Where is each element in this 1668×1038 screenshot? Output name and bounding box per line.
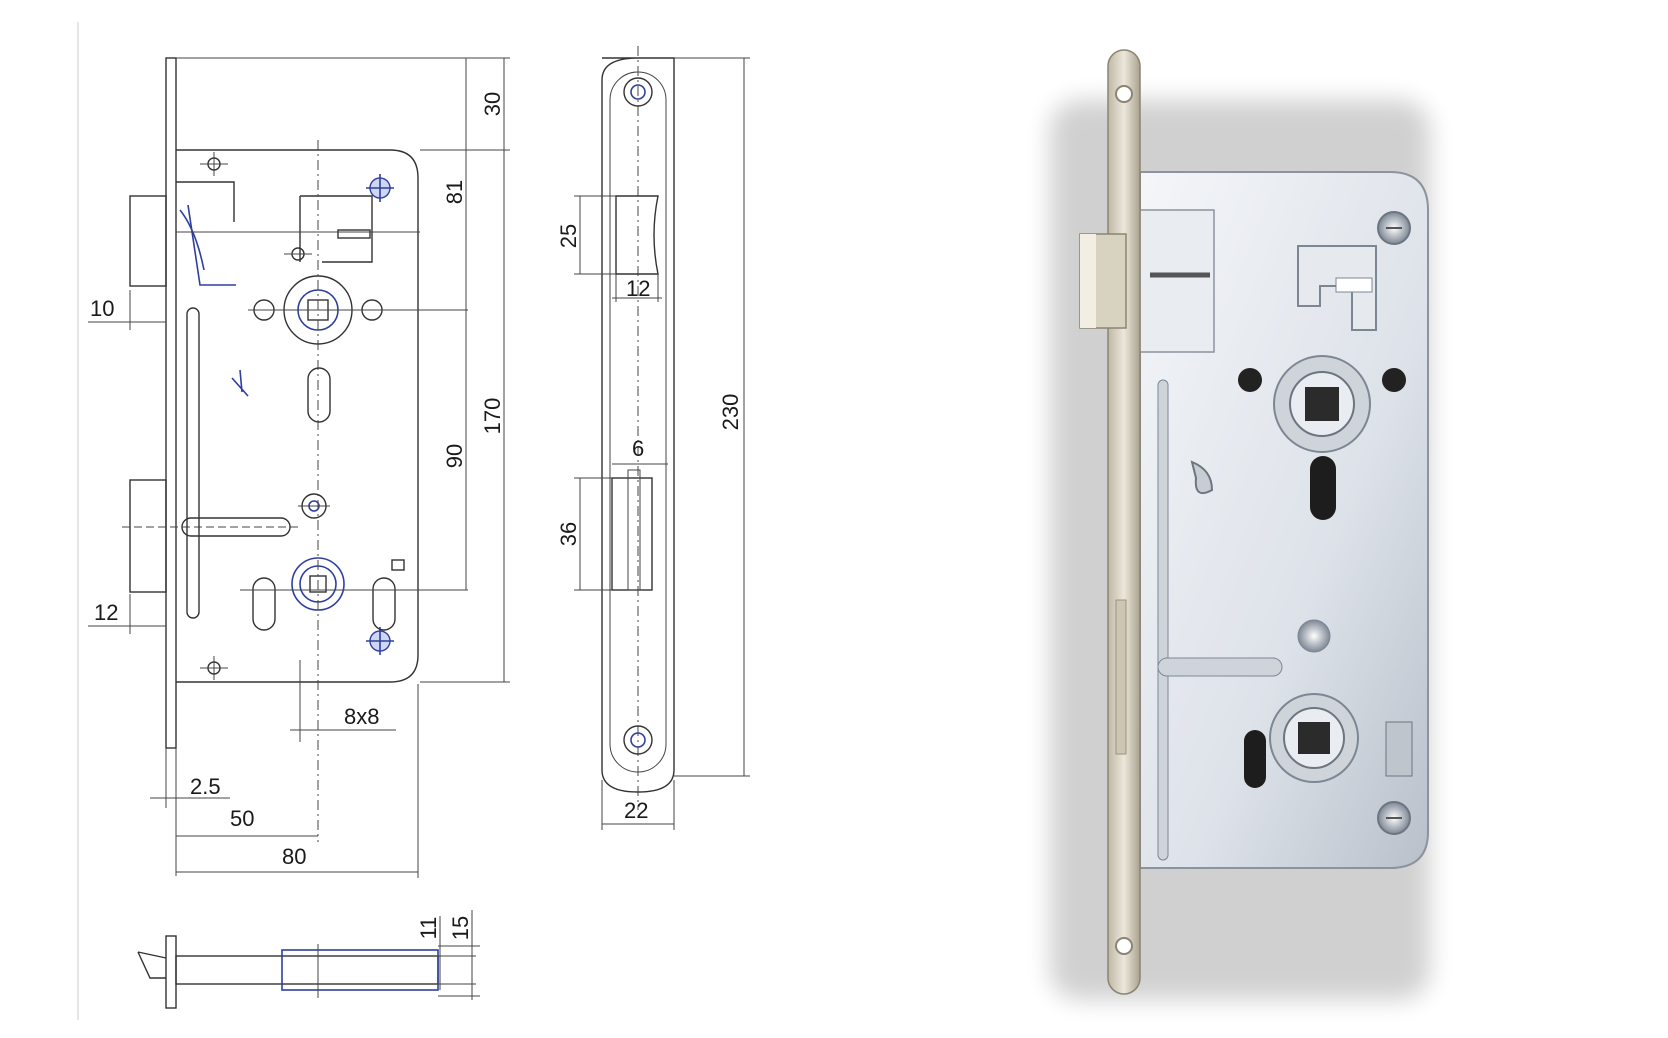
side-view: 25 12 6 36 230 22	[556, 46, 750, 830]
dim-15: 15	[448, 916, 473, 940]
photo-screw-bottom	[1377, 801, 1411, 835]
dim-22: 22	[624, 798, 648, 823]
photo-screw-top	[1377, 211, 1411, 245]
lock-body-outline	[176, 149, 419, 683]
front-view	[122, 57, 468, 842]
latch-bolt	[129, 195, 167, 287]
dim-230: 230	[718, 394, 743, 431]
screw-top-right	[366, 174, 394, 202]
rivet-mid	[284, 247, 312, 261]
dim-12-left: 12	[94, 600, 118, 625]
spindle-follower-top	[248, 275, 468, 345]
lock-photo	[1050, 49, 1430, 1000]
bolt-opening	[611, 477, 653, 591]
screw-hole-bottom	[623, 725, 653, 755]
dim-90: 90	[442, 444, 467, 468]
dead-bolt	[129, 479, 167, 593]
dim-10: 10	[90, 296, 114, 321]
dim-30: 30	[480, 92, 505, 116]
faceplate-outline	[165, 57, 177, 749]
dim-6: 6	[632, 436, 644, 461]
plan-view: 11 15	[137, 910, 480, 1009]
dim-81: 81	[442, 180, 467, 204]
dim-2-5: 2.5	[190, 774, 221, 799]
dim-36: 36	[556, 522, 581, 546]
spring-clip	[300, 195, 373, 263]
latch-opening	[615, 195, 659, 275]
photo-faceplate	[1107, 49, 1141, 995]
dim-8x8: 8x8	[344, 704, 379, 729]
dim-80: 80	[282, 844, 306, 869]
screw-hole-top	[623, 77, 653, 107]
rivet-center	[298, 493, 330, 519]
screw-bottom-right	[366, 627, 394, 655]
rivet-top-left	[200, 152, 228, 176]
key-slot	[307, 367, 331, 423]
dim-25: 25	[556, 224, 581, 248]
rivet-bottom-left	[200, 656, 228, 680]
dim-50: 50	[230, 806, 254, 831]
spindle-follower-bottom	[240, 557, 468, 631]
front-view-dimensions: 30 81 170 90 10 12 8x8 2.5 50 80	[88, 57, 510, 878]
dim-12-side: 12	[626, 276, 650, 301]
dim-170: 170	[480, 398, 505, 435]
bolt-detail	[231, 369, 249, 397]
slide-bar	[186, 307, 200, 619]
faceplate-side	[601, 57, 675, 793]
dim-11: 11	[416, 917, 441, 940]
